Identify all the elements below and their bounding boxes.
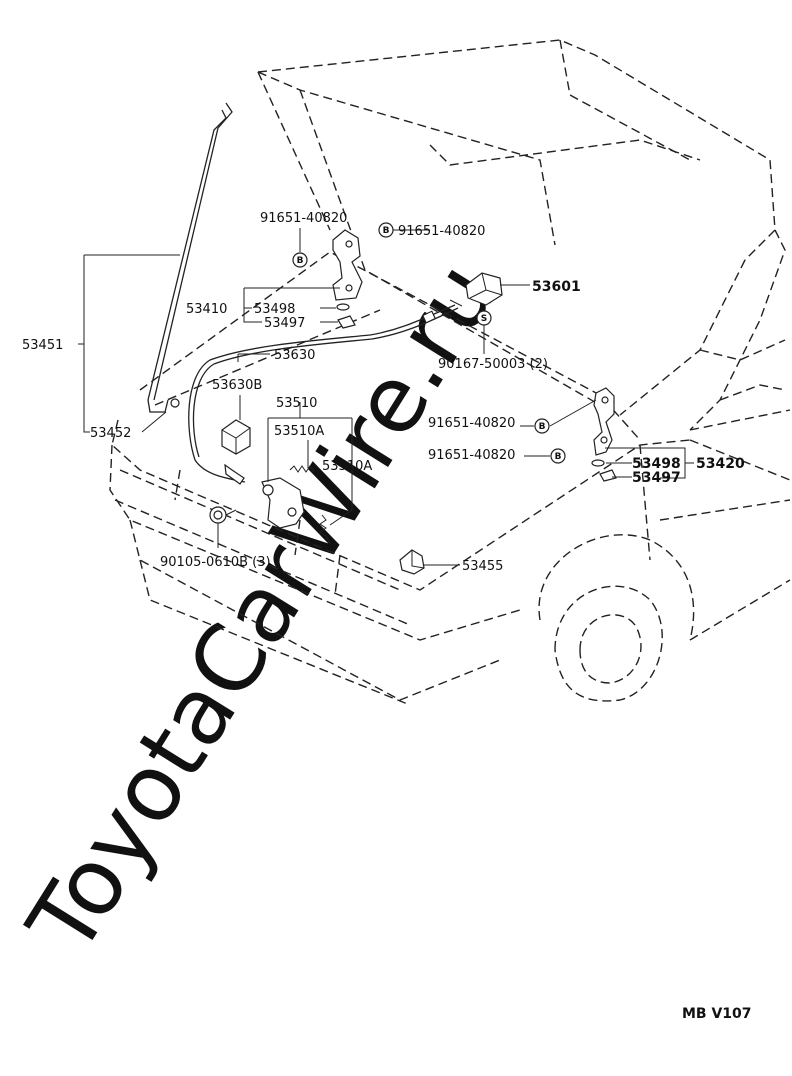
label-53630: 53630 xyxy=(274,348,315,363)
label-53455: 53455 xyxy=(462,559,503,574)
badge-b-low: B xyxy=(550,448,566,464)
label-91651-top-left: 91651-40820 xyxy=(260,211,347,226)
svg-text:B: B xyxy=(539,422,546,432)
label-53510a-1: 53510A xyxy=(274,424,324,439)
label-53630b: 53630B xyxy=(212,378,262,393)
svg-text:B: B xyxy=(297,256,304,266)
hood-hinge-right xyxy=(591,387,617,482)
label-53497-right: 53497 xyxy=(632,470,681,486)
badge-b-top-right: B xyxy=(378,222,394,238)
label-53410: 53410 xyxy=(186,302,227,317)
part-labels: 91651-40820 91651-40820 53601 53410 5349… xyxy=(22,211,745,574)
hood-lock-assembly xyxy=(261,465,331,545)
hood-support-rod xyxy=(147,102,233,413)
label-91651-mid: 91651-40820 xyxy=(428,416,515,431)
bolt xyxy=(209,506,237,524)
label-53498-top: 53498 xyxy=(254,302,295,317)
badge-b-mid: B xyxy=(534,418,550,434)
label-53498-right: 53498 xyxy=(632,456,681,472)
label-53451: 53451 xyxy=(22,338,63,353)
label-53601: 53601 xyxy=(532,279,581,295)
svg-text:B: B xyxy=(383,226,390,236)
label-53497-top: 53497 xyxy=(264,316,305,331)
label-53510: 53510 xyxy=(276,396,317,411)
figure-code: MB V107 xyxy=(682,1006,752,1022)
label-53510a-2: 53510A xyxy=(322,459,372,474)
release-cable xyxy=(188,299,463,483)
cable-clamp xyxy=(221,419,251,485)
label-53420: 53420 xyxy=(696,456,745,472)
label-91651-low: 91651-40820 xyxy=(428,448,515,463)
label-90105: 90105-0610B (3) xyxy=(160,555,271,570)
hood-hinge-left xyxy=(332,229,363,329)
badge-s: S xyxy=(476,310,492,326)
hood-lock-control xyxy=(465,272,503,306)
badge-b-top-left: B xyxy=(292,252,308,268)
hood-striker xyxy=(399,549,425,575)
label-53452: 53452 xyxy=(90,426,131,441)
leader-lines xyxy=(78,228,694,566)
label-91651-top-right: 91651-40820 xyxy=(398,224,485,239)
svg-text:S: S xyxy=(481,314,487,324)
car-body-outline xyxy=(109,39,791,706)
svg-text:B: B xyxy=(555,452,562,462)
label-90167: 90167-50003 (2) xyxy=(438,357,548,372)
